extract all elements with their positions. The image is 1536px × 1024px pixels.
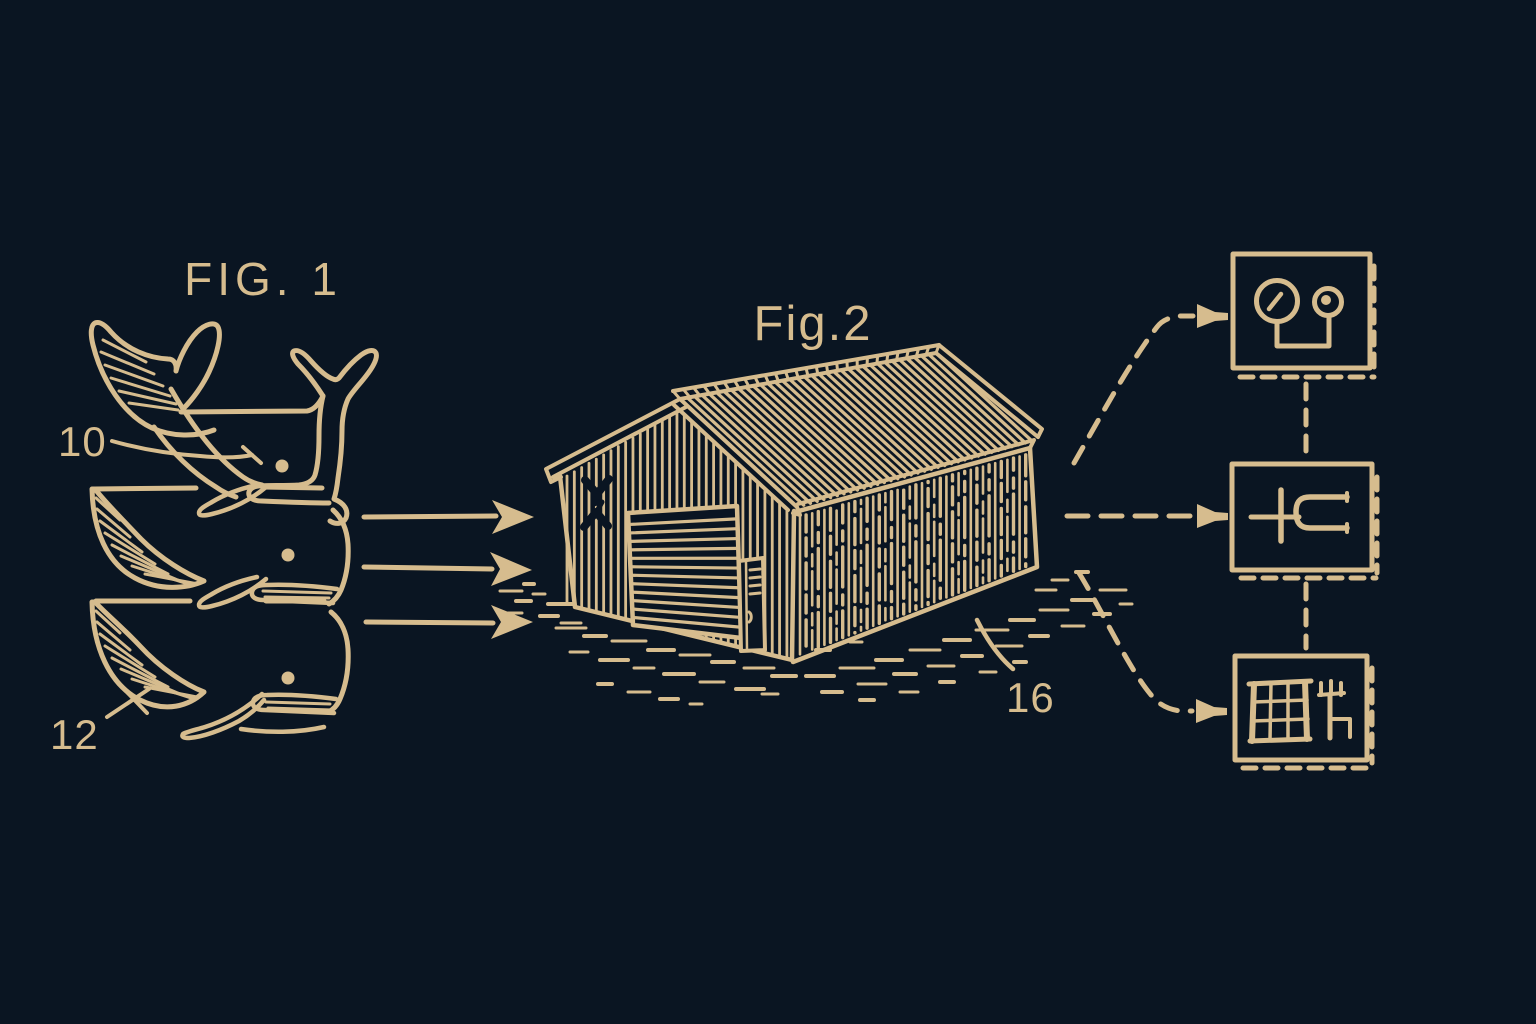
ref-number: 12 bbox=[50, 711, 99, 758]
whale-middle bbox=[89, 484, 351, 610]
whale-back bbox=[178, 393, 326, 415]
garage-door bbox=[625, 503, 744, 641]
whale-eye bbox=[275, 459, 289, 473]
connector-top bbox=[1071, 304, 1228, 466]
leader-line bbox=[105, 687, 151, 719]
whale-back bbox=[92, 485, 199, 492]
flow-arrow bbox=[361, 500, 534, 534]
whale-head-edge bbox=[326, 507, 351, 607]
fig2-title: Fig.2 bbox=[754, 297, 873, 351]
side-wall bbox=[790, 445, 1040, 665]
ref-label-16: 16 bbox=[974, 617, 1055, 721]
pectoral-fin bbox=[180, 691, 267, 741]
pectoral-fin bbox=[196, 482, 269, 518]
output-box-gauges bbox=[1230, 251, 1377, 380]
funnel-arrowhead bbox=[1197, 304, 1228, 328]
whale-eye bbox=[281, 548, 295, 562]
ref-number: 10 bbox=[58, 418, 107, 465]
blade-hatching bbox=[94, 496, 200, 587]
gable-wall bbox=[557, 473, 797, 663]
whale-belly bbox=[238, 724, 327, 735]
door-handle bbox=[747, 610, 753, 624]
dual-gauge-icon bbox=[1254, 278, 1344, 349]
connector-middle bbox=[1064, 504, 1228, 528]
fig1-whale-stack: FIG. 1 bbox=[50, 253, 379, 758]
ref-label-10: 10 bbox=[58, 418, 263, 465]
roof-edges bbox=[544, 343, 1044, 517]
raised-fluke bbox=[290, 348, 379, 526]
plug-connector-icon bbox=[1248, 487, 1350, 544]
funnel-arrowhead bbox=[1196, 699, 1227, 723]
leader-line bbox=[110, 439, 254, 460]
fluke-hatching bbox=[99, 338, 180, 412]
output-box-plug bbox=[1229, 461, 1380, 581]
whale-bottom bbox=[89, 598, 351, 741]
factory-window-fork-icon bbox=[1246, 678, 1352, 744]
garage-door-slats bbox=[627, 517, 742, 629]
flow-arrow bbox=[363, 605, 533, 639]
whale-head-edge bbox=[325, 609, 351, 715]
whale-eye bbox=[281, 671, 295, 685]
entry-door bbox=[737, 556, 767, 653]
side-wall-hatching bbox=[798, 453, 1028, 656]
ref-label-12: 12 bbox=[50, 687, 151, 758]
gable-mark bbox=[580, 475, 613, 531]
connector-bottom bbox=[1076, 570, 1227, 723]
ref-number: 16 bbox=[1006, 674, 1055, 721]
tail-blade bbox=[89, 486, 207, 590]
blade-hatching bbox=[94, 609, 199, 700]
flow-arrow bbox=[361, 552, 532, 586]
fig2-warehouse: Fig.2 bbox=[498, 297, 1134, 721]
funnel-arrowhead bbox=[1197, 504, 1228, 528]
fig1-title: FIG. 1 bbox=[184, 253, 342, 305]
pectoral-fin bbox=[196, 574, 269, 610]
flow-arrows bbox=[361, 500, 534, 639]
ground-hatching bbox=[498, 570, 1134, 706]
leader-line bbox=[974, 617, 1016, 672]
dashed-connectors bbox=[1064, 304, 1309, 723]
roof-front-slope bbox=[678, 351, 1034, 509]
tail-blade bbox=[89, 599, 207, 710]
output-box-factory bbox=[1232, 653, 1375, 771]
